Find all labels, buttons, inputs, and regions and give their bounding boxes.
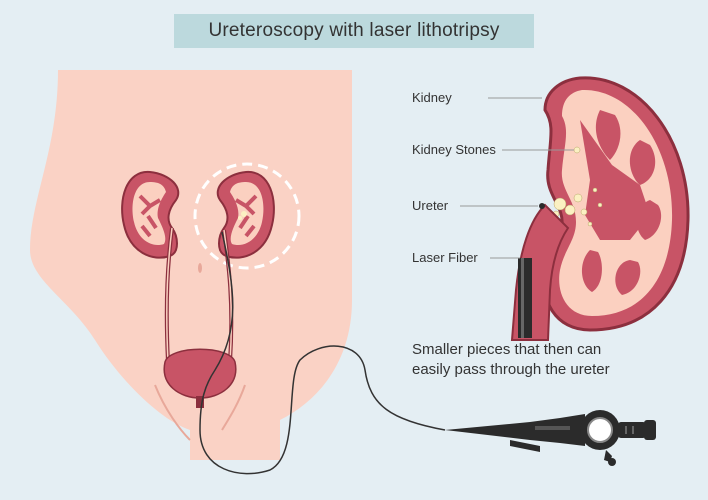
urethra bbox=[196, 396, 204, 408]
torso bbox=[30, 70, 352, 460]
label-ureter: Ureter bbox=[412, 198, 449, 213]
ureteroscope-icon bbox=[445, 410, 656, 466]
bladder bbox=[163, 348, 237, 399]
scope-cable bbox=[199, 231, 446, 475]
label-kidney-stones: Kidney Stones bbox=[412, 142, 496, 157]
groin-line-right bbox=[221, 384, 246, 431]
navel bbox=[198, 263, 202, 273]
right-ureter-inner bbox=[223, 229, 233, 363]
label-kidney: Kidney bbox=[412, 90, 452, 105]
caption-line-2: easily pass through the ureter bbox=[412, 361, 610, 378]
groin-line-left bbox=[154, 384, 191, 441]
caption-line-1: Smaller pieces that then can bbox=[412, 341, 602, 358]
highlight-circle bbox=[193, 162, 301, 270]
left-ureter-inner bbox=[166, 227, 173, 363]
left-kidney bbox=[121, 170, 180, 259]
laser-fiber-highlight bbox=[521, 258, 524, 338]
large-kidney bbox=[542, 76, 690, 332]
label-laser-fiber: Laser Fiber bbox=[412, 250, 478, 265]
laser-fiber bbox=[518, 258, 532, 338]
laser-tip-stone bbox=[539, 203, 545, 209]
caption: Smaller pieces that then can easily pass… bbox=[412, 340, 692, 380]
page-title: Ureteroscopy with laser lithotripsy bbox=[174, 14, 534, 48]
right-kidney bbox=[216, 170, 275, 259]
